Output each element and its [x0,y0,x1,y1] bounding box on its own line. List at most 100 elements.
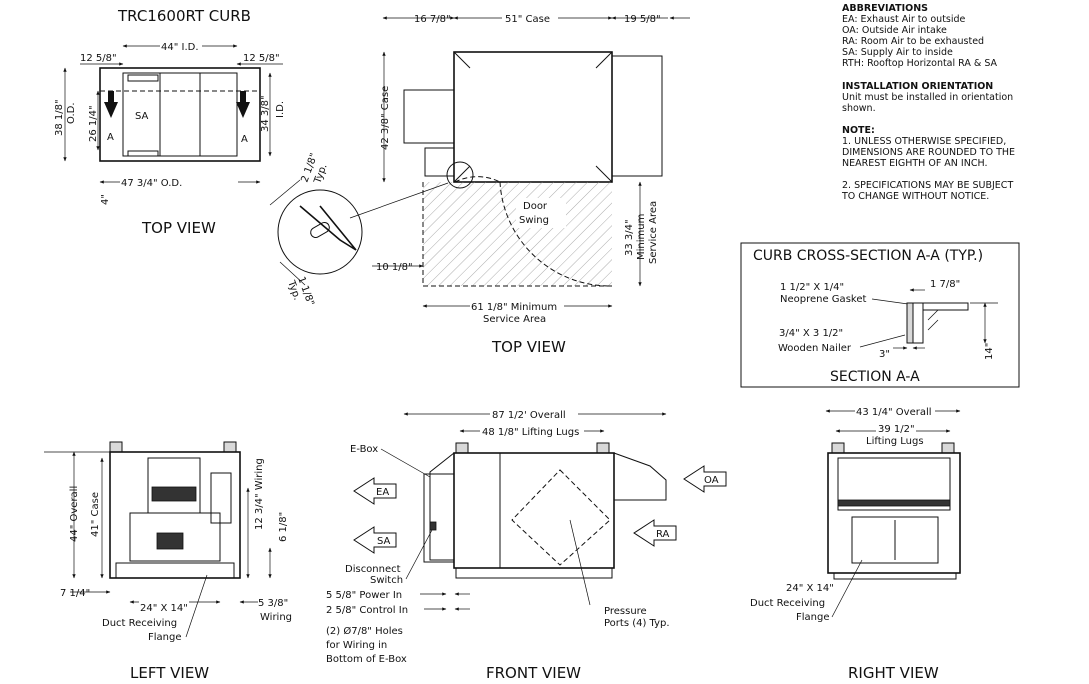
curb-title: TRC1600RT CURB [117,7,251,25]
right-overall: 43 1/4" Overall [856,407,932,418]
oa-arrow [683,465,727,493]
ebox-label: E-Box [350,444,378,455]
left-case: 41" Case [90,492,101,537]
gasket-size: 1 1/2" X 1/4" [780,282,844,293]
abbr-ra: RA: Room Air to be exhausted [842,36,984,47]
right-view: 43 1/4" Overall 39 1/2" Lifting Lugs 24"… [750,404,961,682]
top-dim-vertical: 42 3/8" Case [380,86,391,150]
right-lugs-label: Lifting Lugs [866,436,924,447]
right-unit-body [827,452,961,574]
curb-od-suffix: O.D. [66,102,77,124]
curb-outline [99,67,261,162]
section-a-left: A [107,132,114,143]
orient-line-1: Unit must be installed in orientation [842,92,1013,103]
section-label: SECTION A-A [830,369,920,385]
note2-line-2: TO CHANGE WITHOUT NOTICE. [841,191,989,202]
note1-line-2: DIMENSIONS ARE ROUNDED TO THE [842,147,1015,158]
service-v3: Service Area [648,201,659,264]
ports-line-2: Ports (4) Typ. [604,618,670,629]
right-duct-size: 24" X 14" [786,583,834,594]
abbr-ea: EA: Exhaust Air to outside [842,14,966,25]
disconnect-label: Disconnect [345,564,401,575]
sa-arrow [353,526,397,554]
note2-line-1: 2. SPECIFICATIONS MAY BE SUBJECT [842,180,1013,191]
e-box [423,473,455,563]
abbr-title: ABBREVIATIONS [842,3,928,14]
left-duct-label: Duct Receiving [102,618,177,629]
service-h2: Service Area [483,314,546,325]
top-dim-right: 19 5/8" [624,14,661,25]
detail-circle [277,189,363,275]
note1-line-1: 1. UNLESS OTHERWISE SPECIFIED, [842,136,1006,147]
left-6-1-8: 6 1/8" [278,512,289,542]
curb-od-width: 47 3/4" O.D. [121,178,182,189]
note-title: NOTE: [842,125,875,136]
section-arrow-left [104,91,118,118]
curb-right-offset: 12 5/8" [243,53,280,64]
curb-od-height: 38 1/8" [54,99,65,136]
curb-cross-section: CURB CROSS-SECTION A-A (TYP.) 1 1/2" X 1… [740,242,1020,388]
service-h: 61 1/8" Minimum [471,302,557,313]
ra-arrow [633,519,677,547]
dim-14: 14" [984,343,995,360]
left-duct-size: 24" X 14" [140,603,188,614]
curb-id-height: 34 3/8" [260,95,271,132]
curb-bottom-dim: 4" [100,194,111,205]
front-view: 87 1/2' Overall 48 1/8" Lifting Lugs E-B… [326,407,727,682]
left-5-3-8: 5 3/8" [258,598,288,609]
oa-hood-front [613,452,667,501]
front-overall: 87 1/2' Overall [492,410,566,421]
holes-line-2: for Wiring in [326,640,387,651]
dim-10-1-8: 10 1/8" [376,262,413,273]
curb-id-suffix: I.D. [275,101,286,118]
sa-label: SA [377,536,391,547]
right-duct-flange [851,516,939,564]
unit-top-view: 16 7/8" 51" Case 19 5/8" 42 3/8" Case Do… [269,11,690,356]
holes-line-3: Bottom of E-Box [326,654,407,665]
door-label: Door [523,201,548,212]
front-view-title: FRONT VIEW [486,664,581,682]
dim-1-7-8: 1 7/8" [930,279,960,290]
filter-access [511,469,611,566]
curb-top-view: TRC1600RT CURB 44" I.D. 12 5/8" 12 5/8" … [54,7,286,237]
curb-id-width: 44" I.D. [161,42,199,53]
right-lugs-dim: 39 1/2" [878,424,915,435]
nailer-size: 3/4" X 3 1/2" [779,328,843,339]
nailer-name: Wooden Nailer [778,343,852,354]
left-view: 44" Overall 41" Case 12 3/4" Wiring 6 1/… [44,441,292,682]
right-duct-flange-label: Flange [796,612,830,623]
holes-line-1: (2) Ø7/8" Holes [326,625,403,637]
ea-arrow [353,477,397,505]
section-box [740,242,1020,388]
curb-sa-label: SA [135,111,149,122]
section-title: CURB CROSS-SECTION A-A (TYP.) [753,248,983,264]
oa-label: OA [704,475,719,486]
ra-label: RA [656,529,670,540]
ea-hood [403,89,455,144]
left-duct-flange [129,512,221,562]
service-v2: Minimum [636,214,647,260]
left-wiring-5: Wiring [260,612,292,623]
top-dim-left: 16 7/8" [414,14,451,25]
front-lugs: 48 1/8" Lifting Lugs [482,427,579,438]
left-view-title: LEFT VIEW [130,664,209,682]
top-view-title: TOP VIEW [491,338,566,356]
left-overall: 44" Overall [69,486,80,542]
section-arrow-right [236,91,250,118]
dim-3: 3" [879,349,890,360]
curb-left-offset: 12 5/8" [80,53,117,64]
top-dim-case: 51" Case [505,14,550,25]
note1-line-3: NEAREST EIGHTH OF AN INCH. [842,158,987,169]
gasket-name: Neoprene Gasket [780,294,866,305]
control-in: 2 5/8" Control In [326,605,408,616]
left-7-1-4: 7 1/4" [60,588,90,599]
abbr-sa: SA: Supply Air to inside [842,47,953,58]
unit-case [453,51,613,183]
section-a-right: A [241,134,248,145]
abbr-rth: RTH: Rooftop Horizontal RA & SA [842,58,998,69]
front-unit-body [453,452,615,569]
ea-label: EA [376,487,389,498]
right-duct-label: Duct Receiving [750,598,825,609]
orient-line-2: shown. [842,103,876,114]
